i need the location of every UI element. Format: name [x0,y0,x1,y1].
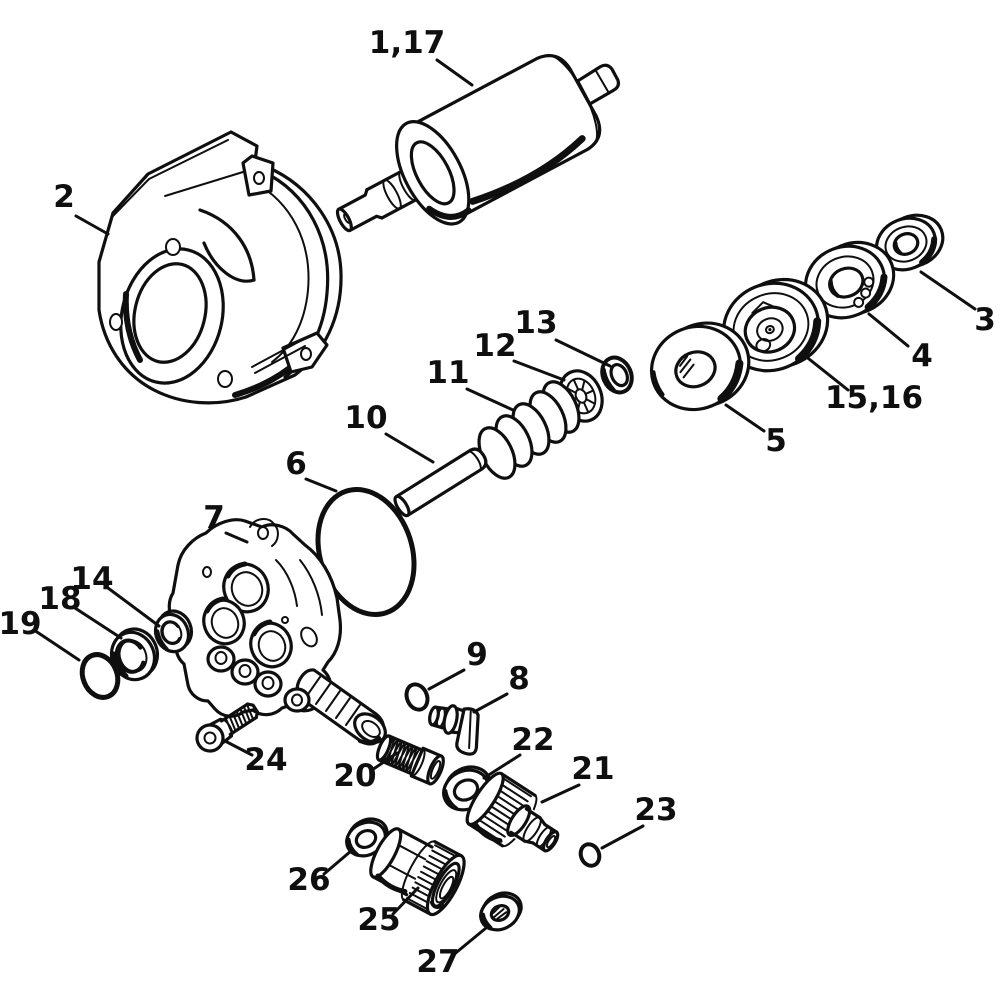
leader-25 [391,886,420,916]
part-label-12: 12 [473,328,516,364]
part-label-10: 10 [344,400,387,436]
leader-23 [600,824,645,850]
part-label-15-16: 15,16 [825,380,923,416]
part-21-coupling [465,771,560,853]
leader-12 [512,359,566,382]
part-25-coupling-nut [369,827,466,917]
leader-15-16 [802,353,850,392]
leader-20 [370,751,399,772]
part-10-pin [393,447,488,518]
part-label-27: 27 [416,944,459,980]
leader-26 [322,849,353,876]
leader-19 [32,628,81,662]
leader-lines [32,58,977,958]
leader-18 [73,606,123,640]
part-label-20: 20 [333,758,376,794]
leader-11 [465,387,515,412]
part-27-washer [479,891,523,932]
leader-14 [106,586,161,628]
leader-27 [450,926,488,958]
part-18-cup-seal [109,627,160,682]
part-23-o-ring [578,842,602,868]
part-label-2: 2 [53,179,75,215]
part-labels: 1,17 2 3 4 15,16 5 13 12 11 10 6 7 14 18… [0,25,996,980]
part-label-5: 5 [765,423,787,459]
part-label-4: 4 [911,338,933,374]
part-label-7: 7 [203,500,225,536]
part-26-washer [345,817,389,858]
part-5-ring [649,321,751,412]
part-label-26: 26 [287,862,330,898]
leader-10 [384,432,435,464]
part-label-14: 14 [70,561,113,597]
part-label-19: 19 [0,606,42,642]
leader-5 [724,403,766,433]
leader-24 [223,739,254,757]
leader-4 [867,312,910,348]
leader-13 [554,338,612,368]
leader-3 [919,270,977,311]
part-label-18: 18 [38,581,81,617]
part-label-6: 6 [285,446,307,482]
leader-1-17 [435,58,474,87]
part-label-1-17: 1,17 [369,25,446,61]
part-label-13: 13 [514,305,557,341]
leader-22 [482,753,522,780]
part-19-o-ring [79,652,121,700]
part-label-9: 9 [466,637,488,673]
leader-7 [224,531,249,544]
part-label-24: 24 [244,742,287,778]
leader-8 [472,692,509,714]
part-9-o-ring [404,682,430,712]
part-label-23: 23 [634,792,677,828]
leader-9 [427,668,466,691]
part-14-seal [153,609,194,654]
part-7-pump-head [167,518,387,746]
part-2-housing [97,130,343,405]
part-label-8: 8 [508,661,530,697]
leader-2 [74,214,110,236]
part-label-22: 22 [511,722,554,758]
leader-21 [540,783,581,804]
leader-6 [304,477,338,493]
part-20-nipple [375,734,445,786]
part-label-21: 21 [571,751,614,787]
part-label-25: 25 [357,902,400,938]
part-24-screw [195,702,260,753]
part-8-plug [428,704,480,756]
part-label-11: 11 [426,355,469,391]
part-1-17-armature [335,54,621,233]
part-label-3: 3 [974,302,996,338]
part-11-spring [477,380,581,480]
part-13-retaining-ring [600,355,634,395]
